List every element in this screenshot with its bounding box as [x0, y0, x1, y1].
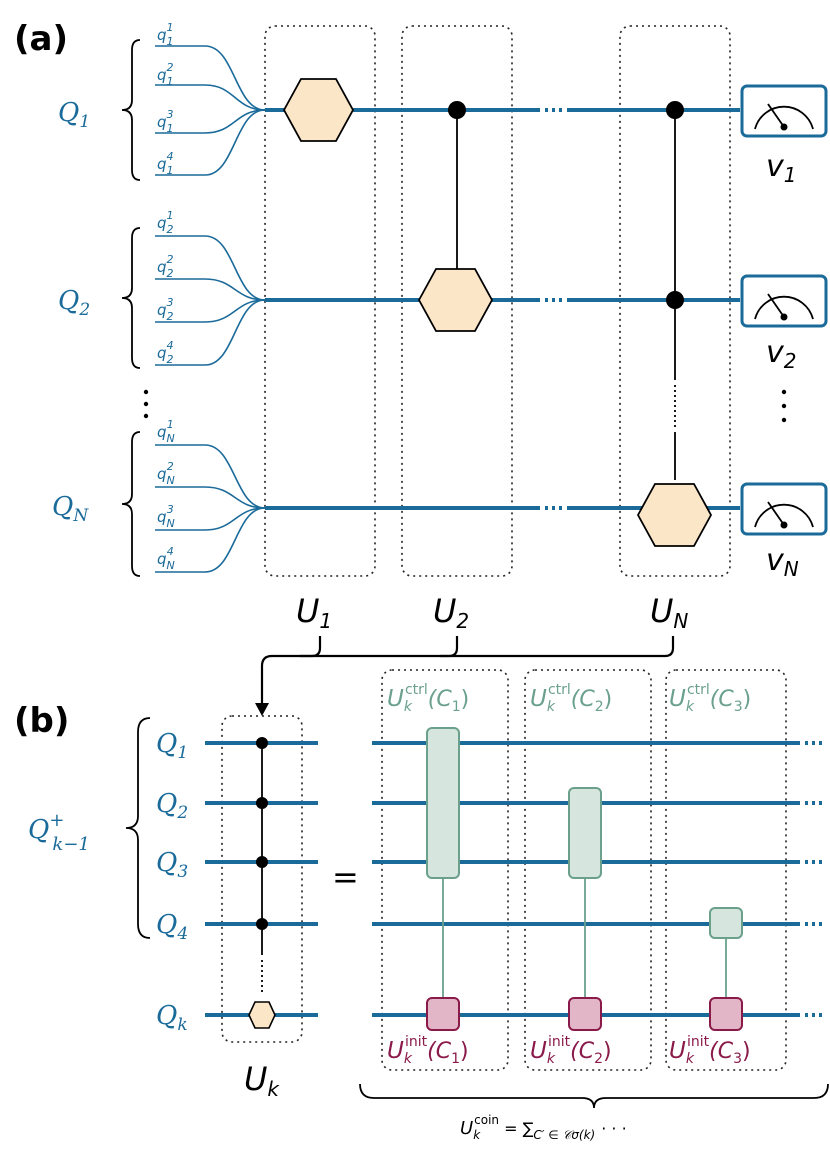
init-label-1: Ukinit(C1): [387, 1034, 469, 1067]
main-wires-a: [265, 108, 740, 510]
control-dot: [256, 737, 268, 749]
brace-q1: [121, 39, 141, 181]
brace-qn: [121, 431, 141, 577]
ctrl-box-2: [524, 669, 652, 1071]
qubit-label: qN2: [157, 460, 175, 487]
wire-label-qk: Qk: [156, 1001, 188, 1035]
register-label-qk-1: Q+k−1: [28, 810, 90, 855]
register-qn: QN qN1 qN2 qN3 qN4: [52, 418, 266, 577]
coin-sum-label: Ukcoin = ∑C′ ∈ 𝒞σ(k)· · ·: [460, 1113, 627, 1142]
control-dot: [666, 101, 684, 119]
ctrl-label-3: Ukctrl(C3): [669, 682, 751, 715]
ctrl-gate-1: [426, 727, 460, 879]
register-ellipsis: [143, 389, 149, 419]
meter-label-v1: v1: [766, 149, 797, 187]
selection-connector: [260, 636, 322, 706]
init-gate-3: [709, 997, 743, 1031]
control-dot: [256, 797, 268, 809]
control-dot: [256, 856, 268, 868]
fan-in-q2: [155, 235, 266, 366]
fan-in-q1: [155, 45, 266, 176]
qubit-label: q14: [157, 150, 174, 177]
panel-a-label: (a): [14, 19, 68, 59]
uk-gate-hexagon: [248, 1001, 276, 1029]
brace-qk-1: [125, 717, 151, 939]
ctrl-label-2: Ukctrl(C2): [530, 682, 612, 715]
qubit-label: q11: [157, 21, 174, 48]
qubit-label: q21: [157, 209, 174, 236]
meter-1: [740, 84, 828, 138]
ctrl-box-3: [665, 669, 787, 1071]
coin-brace: [359, 1083, 829, 1109]
register-label-qn: QN: [52, 492, 89, 526]
register-q2: Q2 q21 q22 q23 q24: [58, 209, 266, 369]
register-label-q1: Q1: [58, 98, 90, 132]
meter-label-v2: v2: [766, 335, 797, 373]
fan-in-qn: [155, 444, 266, 573]
brace-q2: [121, 227, 141, 369]
qubit-label: q22: [157, 253, 174, 280]
unitary-label-u1: U1: [296, 592, 332, 633]
init-label-2: Ukinit(C2): [530, 1034, 612, 1067]
init-gate-1: [426, 997, 460, 1031]
qubit-label: q24: [157, 339, 174, 366]
qubit-label: q12: [157, 61, 174, 88]
unitary-label-un: UN: [650, 592, 688, 633]
meter-icon: [740, 84, 828, 138]
register-q1: Q1 q11 q12 q13 q14: [58, 21, 266, 181]
control-dot: [256, 918, 268, 930]
u1-gate-hexagon: [282, 78, 355, 142]
wire-label-q2: Q2: [156, 789, 188, 823]
uk-box: [221, 715, 303, 1043]
meter-label-vn: vN: [766, 543, 799, 581]
wire-label-q1: Q1: [156, 729, 188, 763]
meter-ellipsis: [781, 389, 787, 423]
qubit-label: q13: [157, 108, 174, 135]
meter-icon: [740, 482, 828, 536]
register-label-q2: Q2: [58, 286, 90, 320]
init-gate-2: [568, 997, 602, 1031]
qubit-label: qN3: [157, 503, 175, 530]
ctrl-label-1: Ukctrl(C1): [387, 682, 469, 715]
meter-icon: [740, 274, 828, 328]
unitary-label-u2: U2: [433, 592, 469, 633]
qubit-label: qN4: [157, 545, 175, 572]
qubit-label: q23: [157, 296, 174, 323]
unitary-label-uk: Uk: [244, 1060, 280, 1101]
init-label-3: Ukinit(C3): [669, 1034, 751, 1067]
panel-b-label: (b): [14, 701, 69, 741]
wire-label-q3: Q3: [156, 848, 188, 882]
equals-sign: =: [332, 858, 359, 896]
control-dot: [448, 101, 466, 119]
u2-gate-hexagon: [417, 268, 494, 332]
ctrl-gate-3: [709, 907, 743, 939]
wire-label-q4: Q4: [156, 910, 188, 944]
meter-n: [740, 482, 828, 536]
ctrl-box-1: [381, 669, 509, 1071]
un-gate-hexagon: [636, 483, 713, 547]
qubit-label: qN1: [157, 418, 175, 445]
arrow-head: [255, 703, 269, 716]
meter-2: [740, 274, 828, 328]
ctrl-gate-2: [568, 787, 602, 879]
control-dot: [666, 291, 684, 309]
